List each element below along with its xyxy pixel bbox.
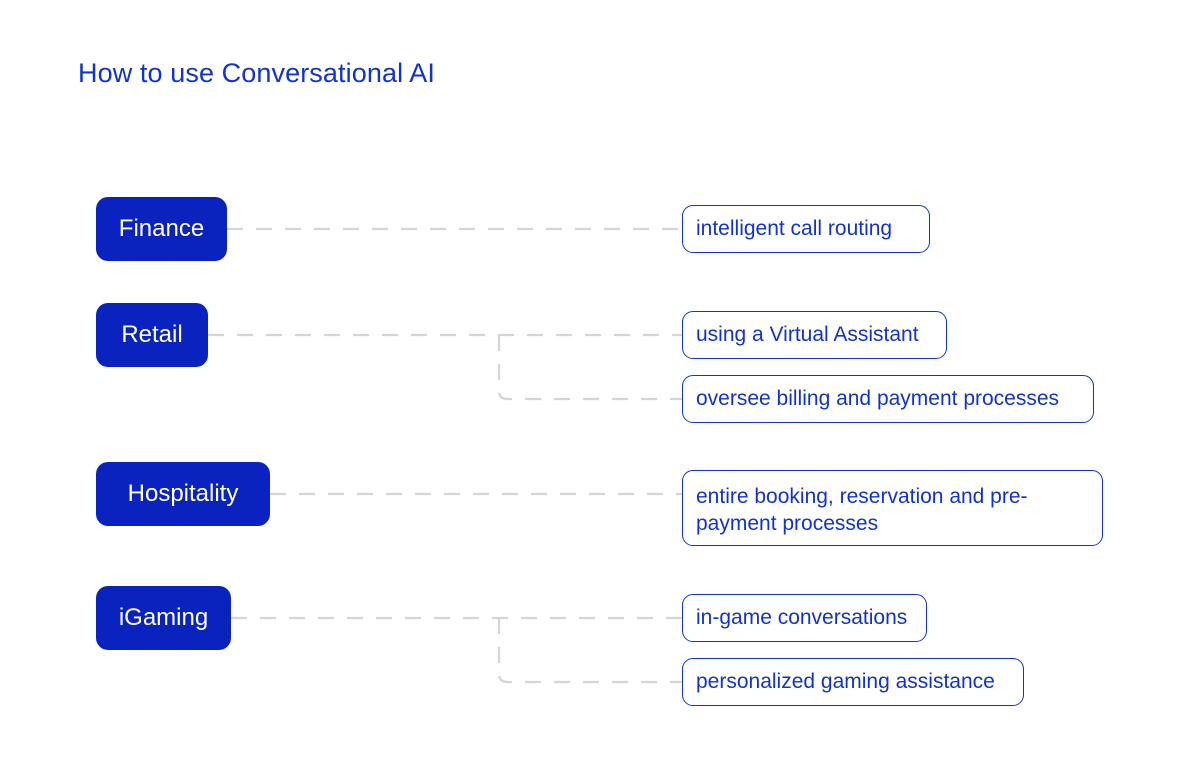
category-box-finance[interactable]: Finance: [96, 197, 227, 261]
category-box-retail[interactable]: Retail: [96, 303, 208, 367]
use-case-label: entire booking, reservation and pre-paym…: [696, 485, 1028, 535]
use-case-box-retail-use-1[interactable]: using a Virtual Assistant: [682, 311, 947, 359]
use-case-box-retail-use-2[interactable]: oversee billing and payment processes: [682, 375, 1094, 423]
connector-retail-branch: [497, 335, 682, 401]
category-box-igaming[interactable]: iGaming: [96, 586, 231, 650]
page-title: How to use Conversational AI: [78, 58, 435, 88]
category-label: Finance: [118, 215, 205, 242]
use-case-label: intelligent call routing: [696, 216, 893, 240]
use-case-box-igaming-use-2[interactable]: personalized gaming assistance: [682, 658, 1024, 706]
category-box-hospitality[interactable]: Hospitality: [96, 462, 270, 526]
use-case-label: oversee billing and payment processes: [696, 386, 1060, 410]
use-case-box-finance-use-1[interactable]: intelligent call routing: [682, 205, 930, 253]
use-case-label: personalized gaming assistance: [696, 669, 995, 693]
category-label: Retail: [121, 321, 183, 348]
use-case-label: using a Virtual Assistant: [696, 322, 919, 346]
category-label: iGaming: [118, 604, 209, 631]
category-label: Hospitality: [127, 480, 239, 507]
use-case-box-hospitality-use-1[interactable]: entire booking, reservation and pre-paym…: [682, 470, 1103, 546]
use-case-box-igaming-use-1[interactable]: in-game conversations: [682, 594, 927, 642]
use-case-label: in-game conversations: [696, 605, 908, 629]
connector-igaming-branch: [497, 618, 682, 684]
